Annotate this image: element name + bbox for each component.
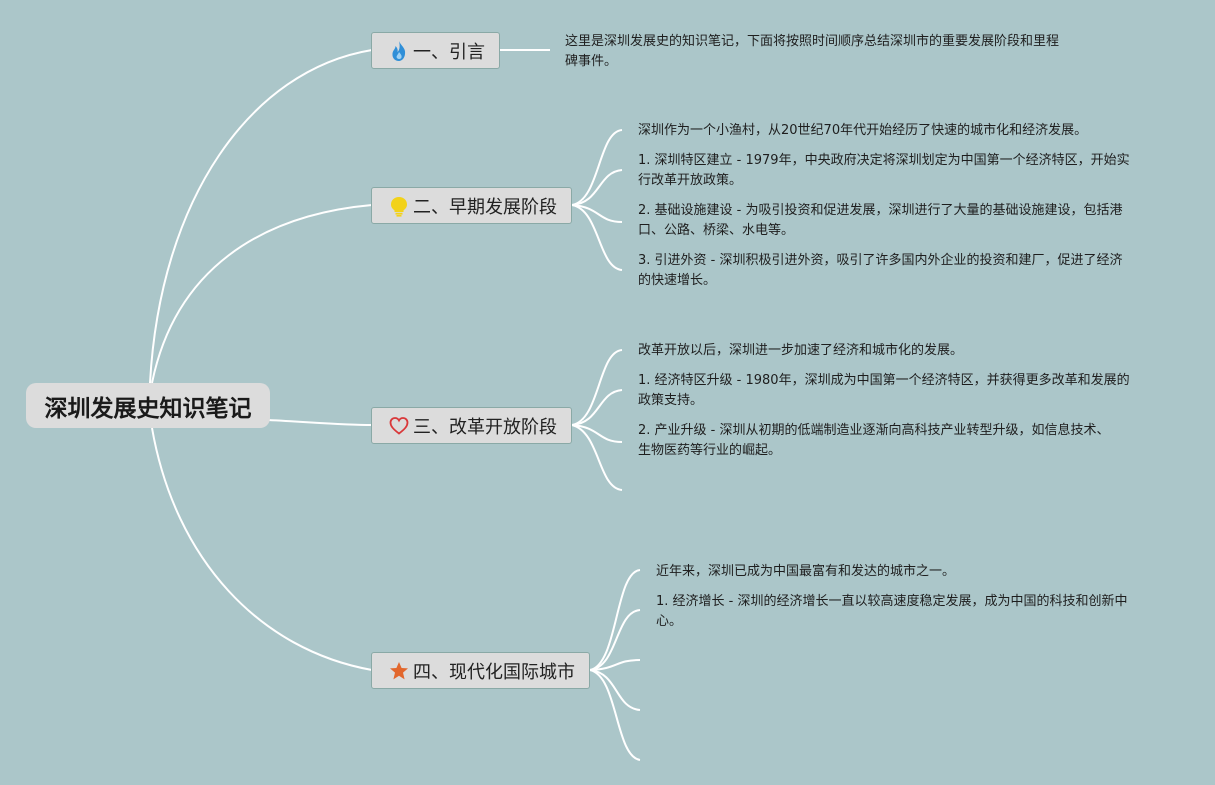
note-early-point-1: 1. 深圳特区建立 - 1979年，中央政府决定将深圳划定为中国第一个经济特区，… [638,153,1130,188]
note-intro: 这里是深圳发展史的知识笔记，下面将按照时间顺序总结深圳市的重要发展阶段和里程碑事… [565,34,1060,69]
topic-label: 一、引言 [413,41,485,63]
topic-label: 三、改革开放阶段 [413,416,557,438]
note-modern-summary: 近年来，深圳已成为中国最富有和发达的城市之一。 [656,564,956,579]
topic-introduction[interactable]: 一、引言 [371,32,500,69]
link-root-topic3 [267,419,373,426]
note-reform-summary: 改革开放以后，深圳进一步加速了经济和城市化的发展。 [638,343,964,358]
note-modern-point-1: 1. 经济增长 - 深圳的经济增长一直以较高速度稳定发展，成为中国的科技和创新中… [656,594,1128,629]
topic-reform-opening[interactable]: 三、改革开放阶段 [371,407,572,444]
root-topic[interactable]: 深圳发展史知识笔记 [26,383,270,428]
link-root-topic4 [151,427,373,671]
topic-label: 四、现代化国际城市 [413,661,575,683]
root-title: 深圳发展史知识笔记 [44,395,252,422]
topic-early-development[interactable]: 二、早期发展阶段 [371,187,572,224]
heart-icon [388,415,409,437]
note-reform-point-2: 2. 产业升级 - 深圳从初期的低端制造业逐渐向高科技产业转型升级，如信息技术、… [638,423,1110,458]
note-early-summary: 深圳作为一个小渔村，从20世纪70年代开始经历了快速的城市化和经济发展。 [638,123,1088,138]
link-root-topic2 [151,204,373,384]
note-reform-point-1: 1. 经济特区升级 - 1980年，深圳成为中国第一个经济特区，并获得更多改革和… [638,373,1130,408]
lightbulb-icon [388,195,409,217]
fire-icon [388,40,409,62]
star-icon [388,660,409,682]
note-early-point-3: 3. 引进外资 - 深圳积极引进外资，吸引了许多国内外企业的投资和建厂，促进了经… [638,253,1123,288]
topic-modern-city[interactable]: 四、现代化国际城市 [371,652,590,689]
note-early-point-2: 2. 基础设施建设 - 为吸引投资和促进发展，深圳进行了大量的基础设施建设，包括… [638,203,1123,238]
link-root-topic1 [149,49,373,384]
topic-label: 二、早期发展阶段 [413,196,557,218]
